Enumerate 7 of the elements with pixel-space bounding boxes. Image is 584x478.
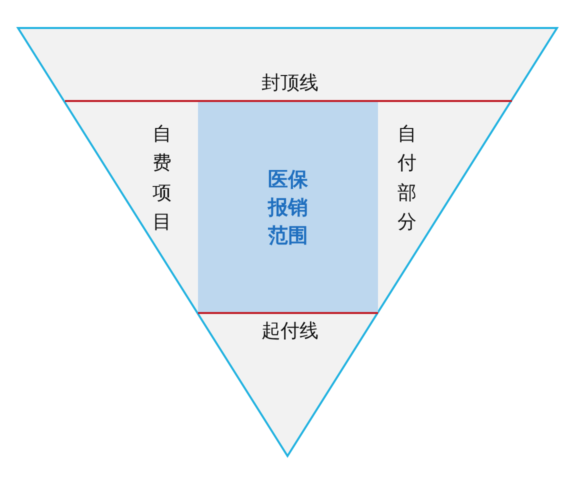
ceiling-label: 封顶线 <box>262 71 318 96</box>
coverage-box <box>198 101 378 313</box>
inverted-triangle <box>18 28 557 456</box>
deductible-label: 起付线 <box>262 319 318 344</box>
self-pay-portion-label: 自付部分 <box>398 122 416 236</box>
coverage-label: 医保报销范围 <box>268 166 308 249</box>
self-pay-items-label: 自费项目 <box>152 122 172 236</box>
